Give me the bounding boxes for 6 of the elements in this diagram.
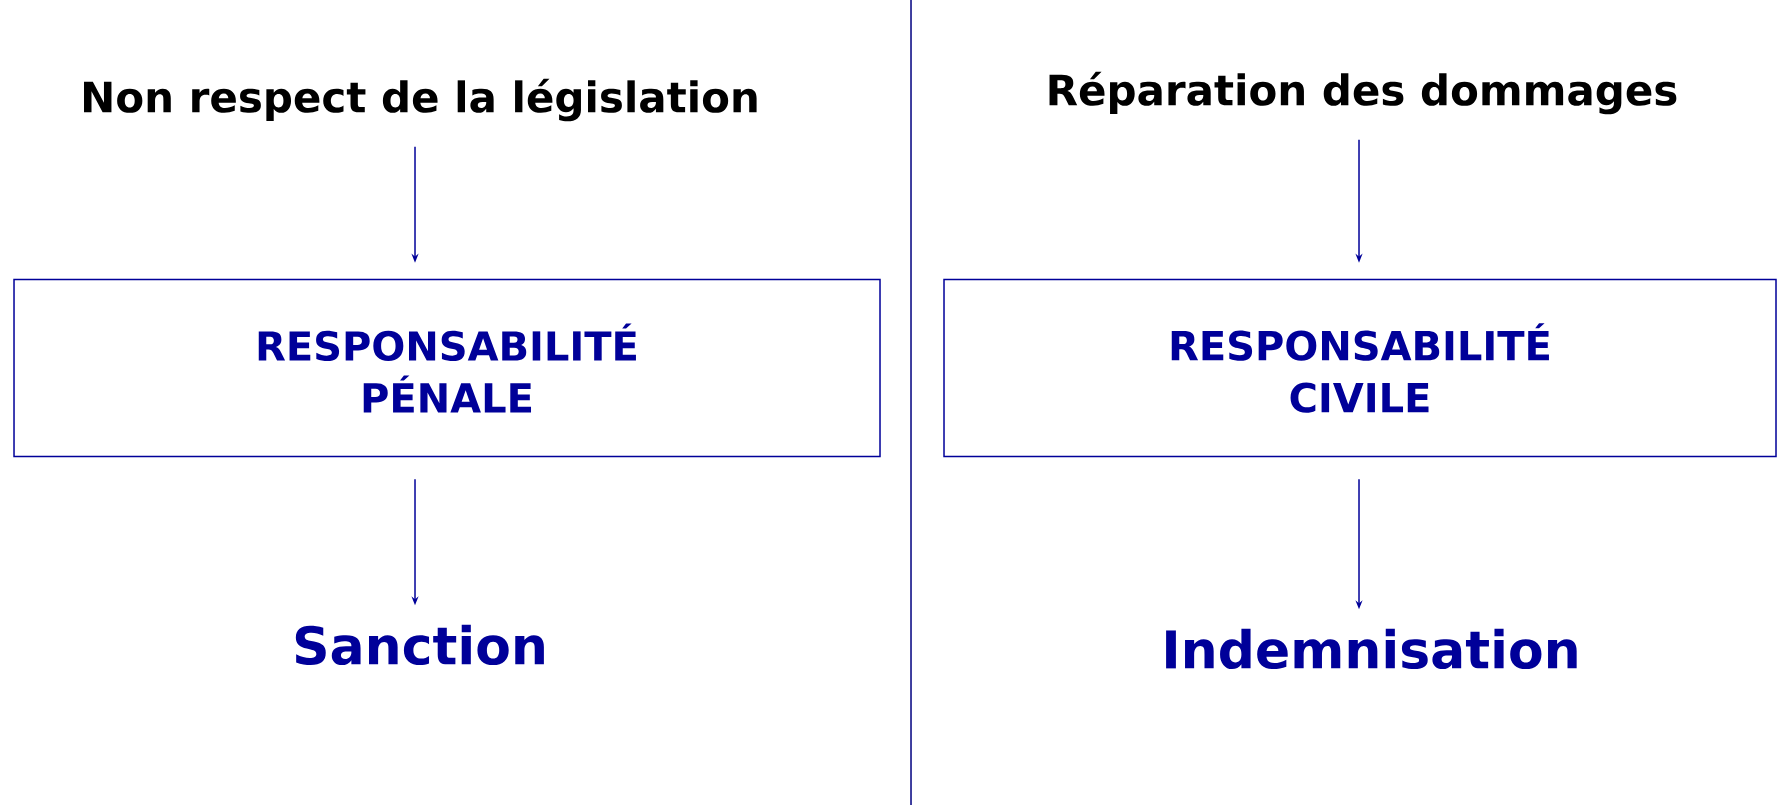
outcome-text: Sanction (295, 624, 544, 666)
outcome-text: Indemnisation (1166, 628, 1577, 670)
heading-text: Non respect de la législation (84, 78, 757, 122)
responsibility-box: RESPONSABILITÉ PÉNALE (13, 278, 881, 458)
heading-text: Réparation des dommages (1049, 71, 1677, 115)
responsibility-box: RESPONSABILITÉ CIVILE (943, 278, 1777, 458)
